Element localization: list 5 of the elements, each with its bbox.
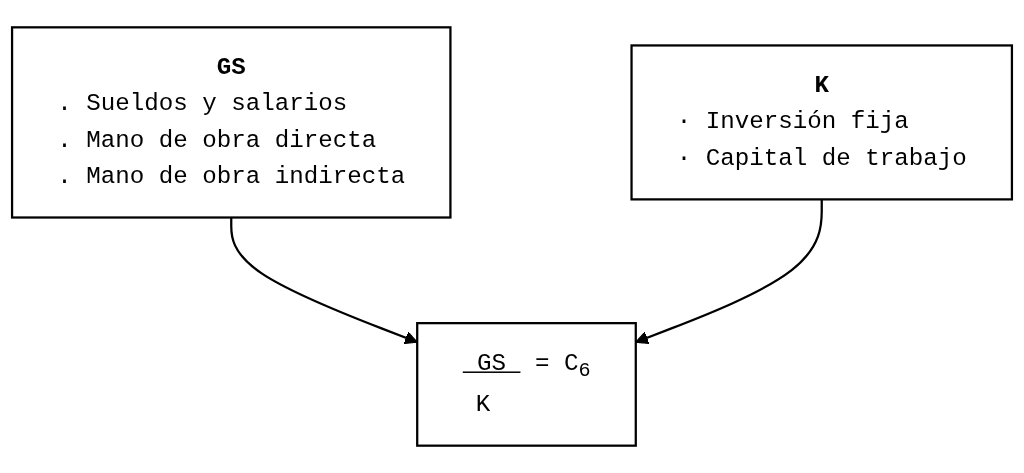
node-box: GS = C$_{6}$ K xyxy=(416,322,637,447)
arrow xyxy=(230,217,418,345)
node-box: GS . Sueldos y salarios . Mano de obra directa . Mano de obra indirecta xyxy=(10,26,452,219)
node-box: K · Inversión fija · Capital de trabajo xyxy=(630,44,1014,201)
arrow xyxy=(635,199,823,345)
